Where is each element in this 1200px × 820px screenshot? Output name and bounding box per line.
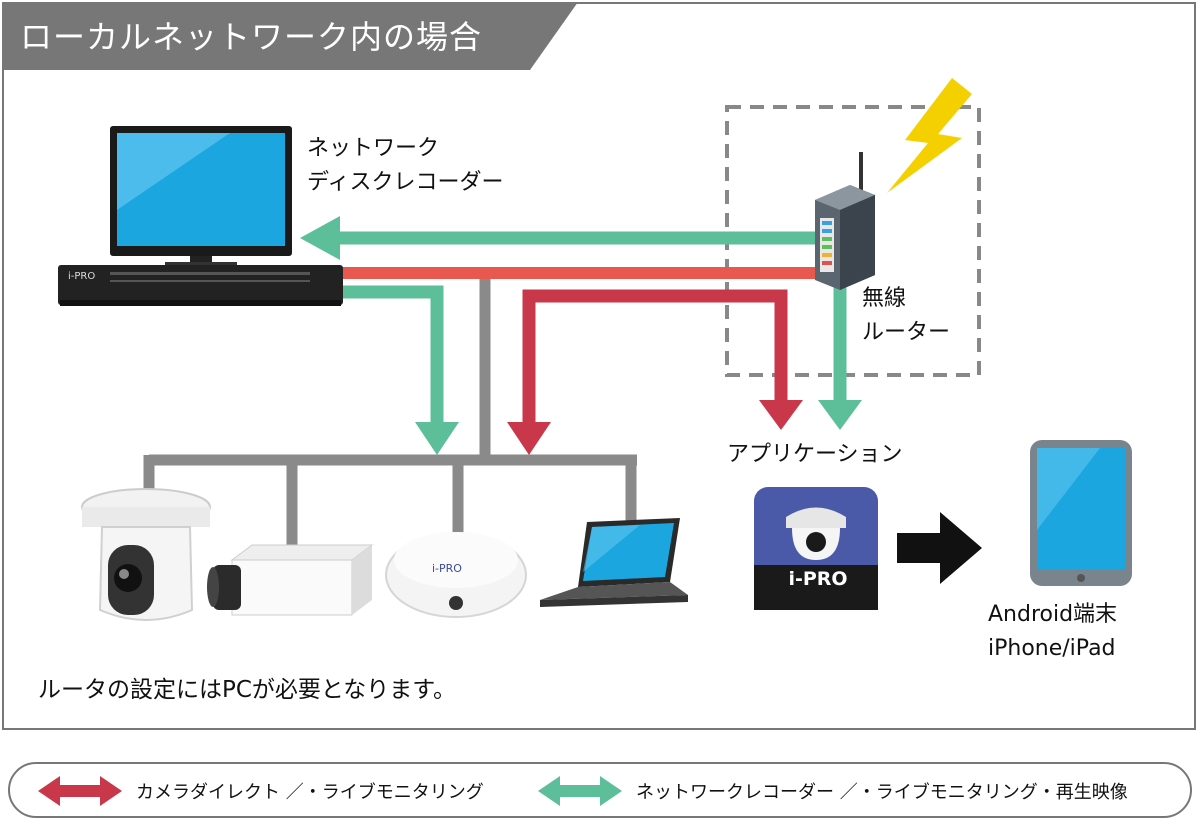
pc-required-note: ルータの設定にはPCが必要となります。	[38, 677, 456, 703]
devices-label-line1: Android端末	[988, 602, 1118, 627]
box-camera-icon	[207, 544, 374, 616]
router-label-line2: ルーター	[862, 320, 951, 345]
recorder-label: ネットワーク ディスクレコーダー	[307, 132, 503, 200]
recorder-label-line1: ネットワーク	[307, 136, 440, 161]
devices-label: Android端末 iPhone/iPad	[988, 598, 1117, 666]
application-label: アプリケーション	[727, 442, 903, 467]
dome-camera-icon: i-PRO	[385, 532, 527, 618]
red-arrow-to-cameras	[507, 289, 803, 455]
legend-item-green: ネットワークレコーダー ／・ライブモニタリング・再生映像	[538, 774, 1128, 808]
recorder-label-line2: ディスクレコーダー	[307, 170, 504, 195]
red-double-arrow-icon	[38, 776, 122, 806]
page-title: ローカルネットワーク内の場合	[20, 18, 483, 56]
router-label-line1: 無線	[862, 286, 907, 311]
recorder-icon: i-PRO	[58, 265, 343, 306]
tablet-icon	[1030, 440, 1132, 586]
router-icon	[815, 152, 875, 290]
green-arrow-to-app	[818, 285, 862, 430]
monitor-icon	[110, 126, 292, 270]
ptz-camera-icon	[81, 488, 211, 621]
router-label: 無線 ルーター	[862, 282, 950, 350]
laptop-icon	[540, 518, 688, 607]
app-to-device-arrow	[897, 512, 982, 584]
legend: カメラダイレクト ／・ライブモニタリング ネットワークレコーダー ／・ライブモニ…	[8, 762, 1192, 818]
legend-item-red: カメラダイレクト ／・ライブモニタリング	[38, 774, 484, 808]
green-arrow-to-cameras	[340, 285, 459, 455]
lan-tree-lines	[143, 278, 637, 545]
app-logo-text: i-PRO	[788, 568, 848, 590]
legend-text-red: カメラダイレクト ／・ライブモニタリング	[136, 782, 484, 803]
legend-text-green: ネットワークレコーダー ／・ライブモニタリング・再生映像	[636, 782, 1128, 803]
svg-text:i-PRO: i-PRO	[68, 271, 95, 282]
title-tab	[2, 2, 578, 70]
svg-text:i-PRO: i-PRO	[432, 562, 462, 575]
green-arrow-to-recorder	[300, 216, 825, 260]
app-icon	[754, 487, 878, 610]
devices-label-line2: iPhone/iPad	[988, 636, 1116, 661]
green-double-arrow-icon	[538, 776, 622, 806]
wireless-bolt-icon	[887, 78, 972, 193]
diagram-frame	[2, 2, 1196, 730]
